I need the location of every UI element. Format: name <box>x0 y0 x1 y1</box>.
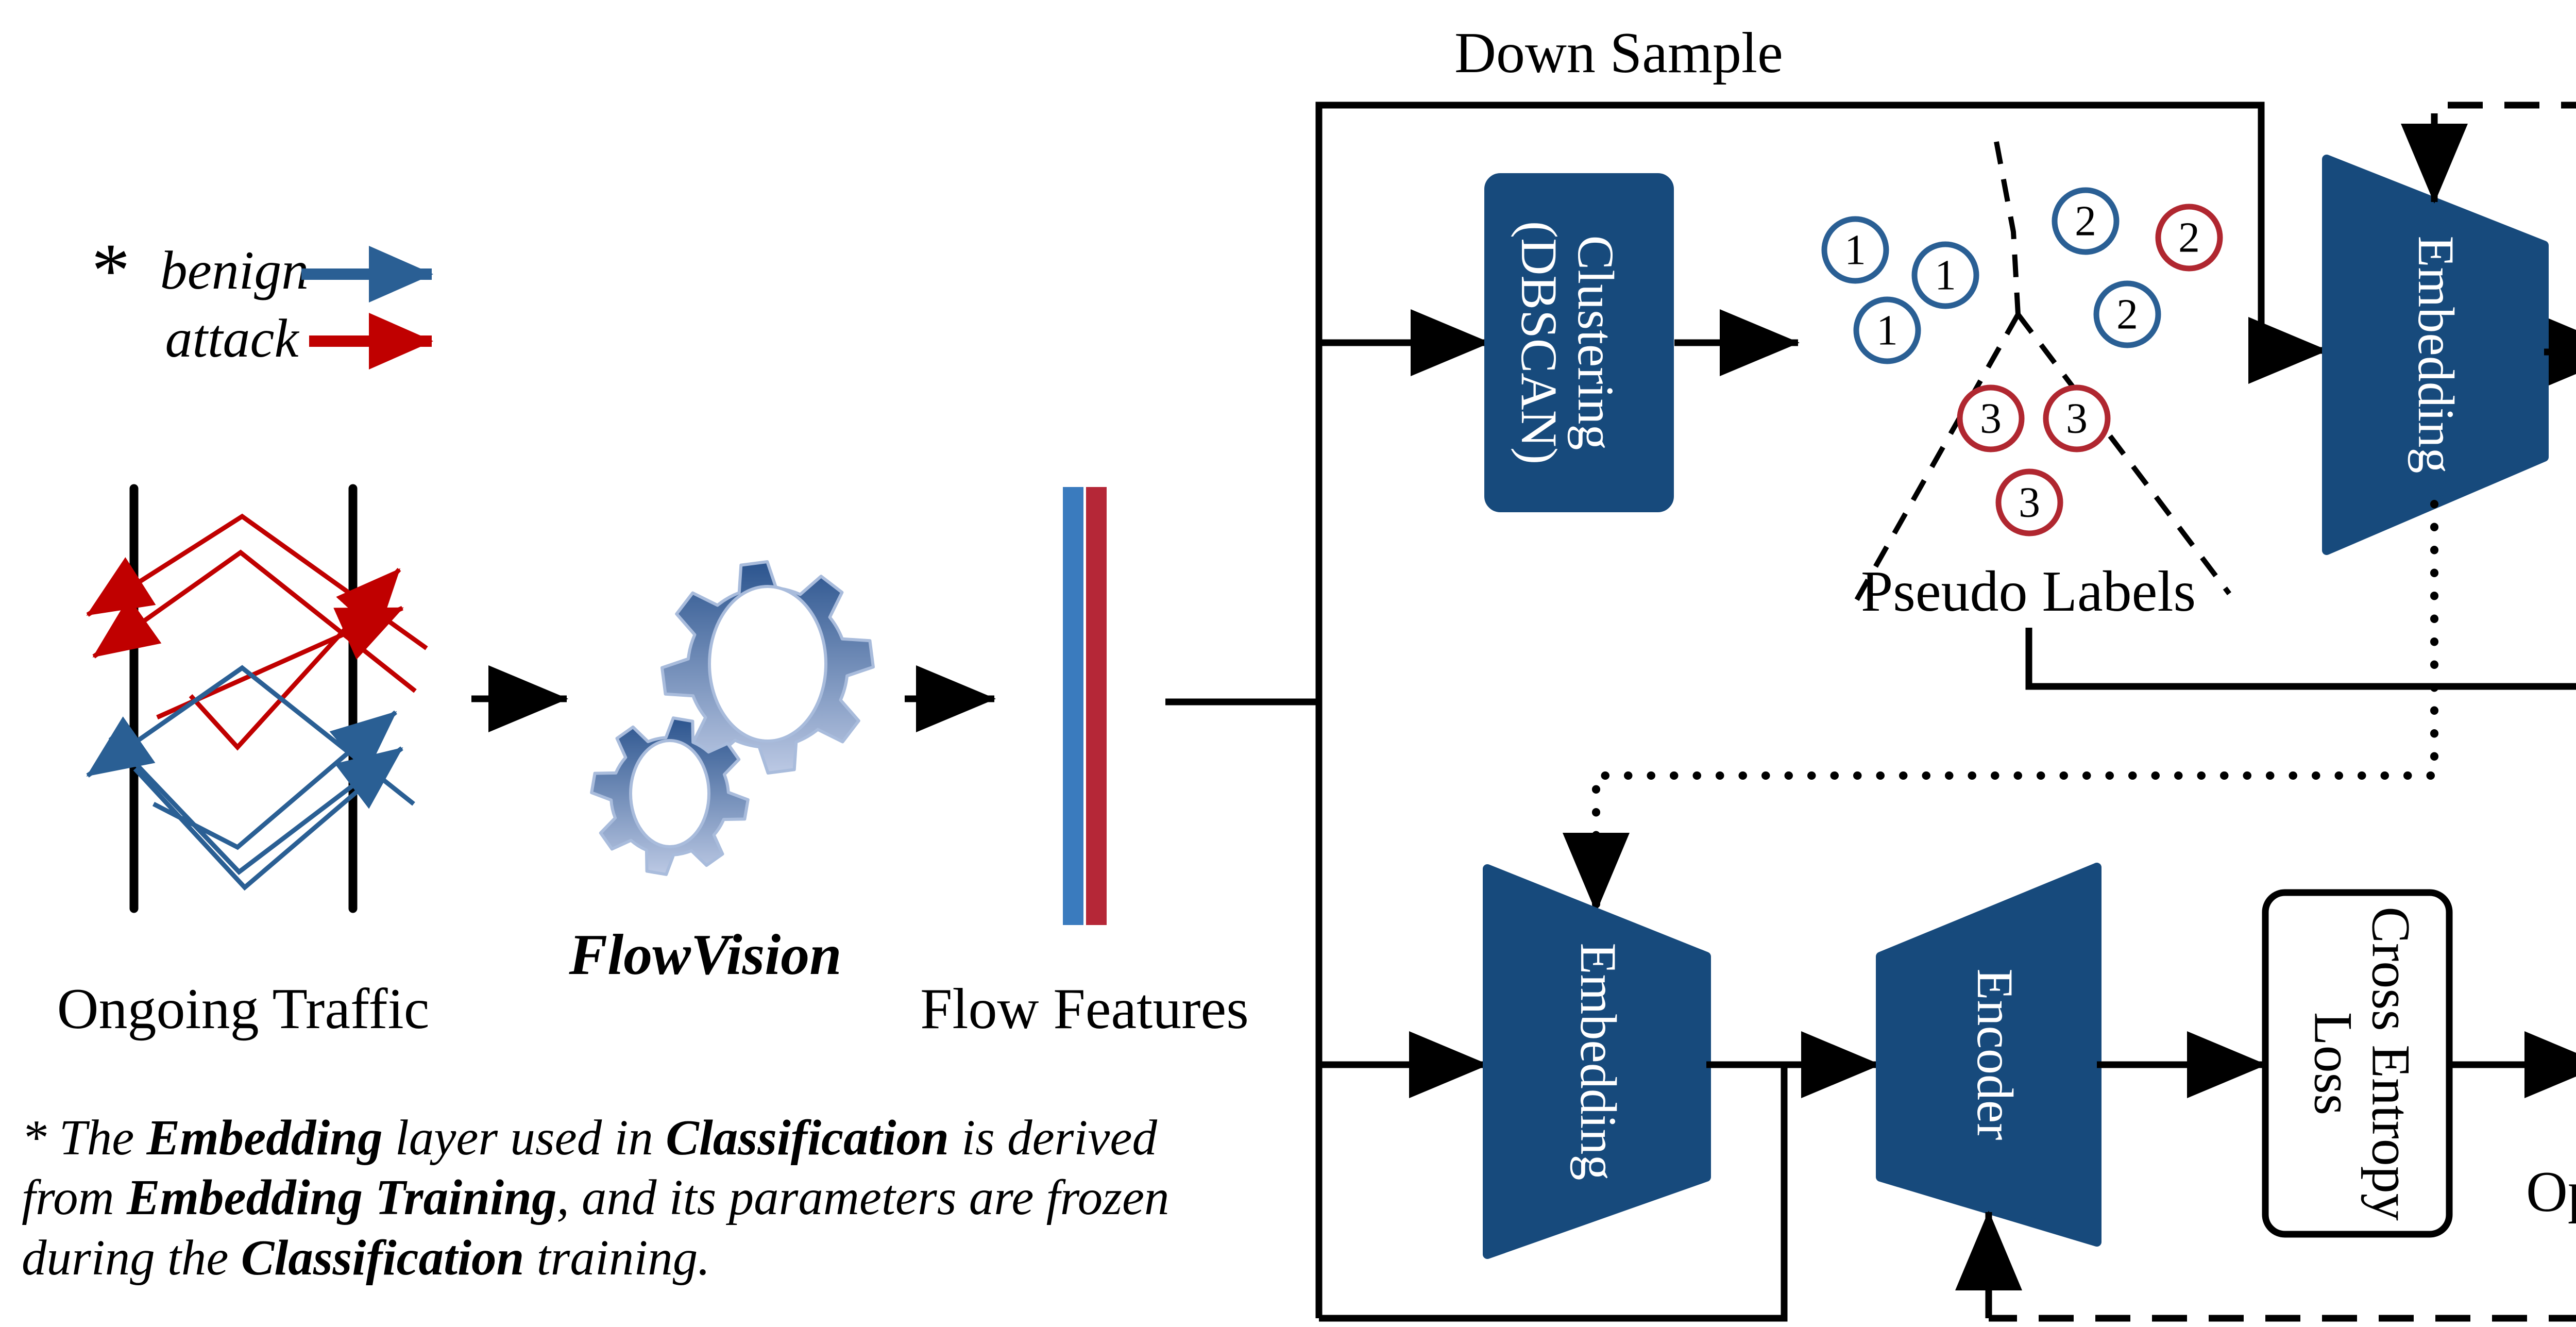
footnote-line: from Embedding Training, and its paramet… <box>22 1170 1170 1225</box>
cluster-point: 1 <box>1821 216 1889 284</box>
embedding-top-label: Embedding <box>2408 236 2465 473</box>
cluster-point: 3 <box>2043 384 2111 452</box>
attack-flows <box>86 513 428 751</box>
clustering-label-line2: (DBSCAN) <box>1511 221 1568 464</box>
svg-text:2: 2 <box>2116 291 2138 339</box>
cluster-point: 3 <box>1995 468 2063 536</box>
svg-text:2: 2 <box>2075 197 2096 245</box>
embedding-top-trapezoid <box>2322 155 2549 555</box>
feature-bar-red <box>1086 487 1107 925</box>
cross-entropy-line1: Cross Entropy <box>2361 906 2421 1221</box>
flowvision: FlowVision <box>471 560 996 987</box>
pseudolabels-to-contrastive-line <box>2025 628 2576 690</box>
clustering-label-line1: Clustering <box>1567 236 1624 450</box>
ongoing-traffic-label: Ongoing Traffic <box>57 977 430 1041</box>
flowvision-label: FlowVision <box>568 923 841 987</box>
ongoing-traffic-glyph: Ongoing Traffic <box>57 484 430 1041</box>
cluster-point: 1 <box>1911 241 1979 309</box>
svg-text:1: 1 <box>1844 226 1866 274</box>
flowvision-gear-large-hole <box>708 585 827 743</box>
svg-text:3: 3 <box>2019 479 2040 527</box>
legend-asterisk: * <box>92 228 130 313</box>
legend-benign-label: benign <box>160 240 309 300</box>
legend-attack-label: attack <box>165 308 300 368</box>
embedding-training-branch: Embedding Contrastive Loss Optimizer #1 <box>1563 102 2576 915</box>
embedding-bottom-trapezoid <box>1483 864 1711 1259</box>
pseudo-labels-plot: 1 1 1 2 2 2 3 3 3 Pseudo Labels <box>1821 141 2576 690</box>
embedding-bottom-label: Embedding <box>1570 943 1627 1180</box>
flowvision-gear-small-hole <box>629 739 710 848</box>
cluster-point: 3 <box>1957 384 2025 452</box>
cluster-point: 2 <box>2155 204 2223 272</box>
pseudo-labels-label: Pseudo Labels <box>1861 560 2196 624</box>
footnote-line: during the Classification training. <box>22 1230 710 1285</box>
clustering-node: Clustering (DBSCAN) <box>1484 173 1800 512</box>
benign-flows <box>86 665 415 891</box>
footnote-line: * The Embedding layer used in Classifica… <box>22 1110 1157 1165</box>
svg-text:1: 1 <box>1876 307 1898 355</box>
svg-text:3: 3 <box>1980 395 2002 443</box>
feature-bar-blue <box>1063 487 1083 925</box>
classification-branch: Embedding Encoder Cross Entropy Loss Opt… <box>1483 863 2576 1322</box>
footnote: * The Embedding layer used in Classifica… <box>22 1108 1341 1288</box>
legend: * benign attack <box>92 228 433 369</box>
optimizer2-label: Optimizer #2 <box>2526 1160 2576 1224</box>
encoder-label: Encoder <box>1967 968 2024 1140</box>
cross-entropy-line2: Loss <box>2303 1012 2364 1115</box>
svg-text:2: 2 <box>2178 214 2200 262</box>
cluster-point: 1 <box>1853 296 1921 364</box>
cluster-boundaries <box>1848 141 2231 612</box>
frozen-parameters-dotted-line <box>1563 500 2438 915</box>
encoder-trapezoid <box>1876 863 2102 1247</box>
cluster-points: 1 1 1 2 2 2 3 3 3 <box>1821 187 2223 536</box>
clustering-box <box>1484 173 1674 512</box>
flow-features-label: Flow Features <box>920 977 1249 1041</box>
svg-text:1: 1 <box>1935 251 1956 299</box>
downsample-line <box>1315 102 2328 1318</box>
svg-text:3: 3 <box>2066 395 2088 443</box>
down-sample-label: Down Sample <box>1454 21 1783 85</box>
optimizer2-feedback-dashed <box>1989 1315 2576 1322</box>
bottom-branch-line <box>1319 1065 1788 1322</box>
down-sample-routing: Down Sample <box>1315 21 2328 1322</box>
flow-features: Flow Features <box>920 487 1319 1041</box>
cluster-point: 2 <box>2052 187 2120 255</box>
cluster-point: 2 <box>2093 280 2161 348</box>
